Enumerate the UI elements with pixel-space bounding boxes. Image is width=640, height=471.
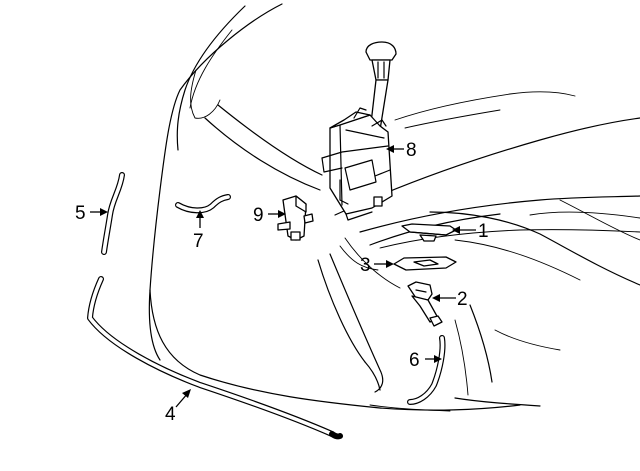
part-4-hose [87, 276, 343, 440]
callout-6: 6 [409, 350, 420, 371]
callout-3: 3 [360, 255, 371, 276]
part-3-gasket [393, 256, 457, 271]
part-9-pump [277, 195, 314, 241]
callout-9: 9 [253, 205, 264, 226]
callout-1: 1 [478, 221, 489, 242]
part-2-nozzle [407, 281, 443, 327]
callout-7: 7 [193, 231, 204, 252]
vehicle-outline [148, 3, 640, 412]
part-6-hose [407, 335, 446, 405]
callout-8: 8 [406, 140, 417, 161]
callout-labels: 1 2 3 4 5 6 7 8 9 [75, 140, 489, 425]
callout-2: 2 [457, 289, 468, 310]
part-1-cover [401, 223, 457, 242]
part-5-hose [101, 172, 125, 255]
part-8-reservoir [321, 41, 397, 221]
callout-4: 4 [165, 404, 176, 425]
callout-5: 5 [75, 203, 86, 224]
part-7-hose [175, 194, 231, 214]
callout-arrows [90, 145, 476, 408]
